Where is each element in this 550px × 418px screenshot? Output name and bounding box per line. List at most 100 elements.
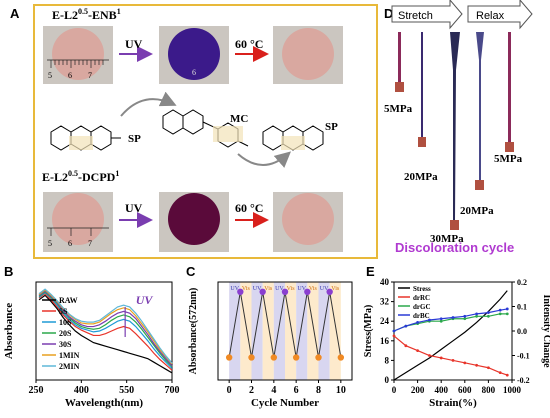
series-line [38,288,173,364]
y2-tick-label: 0.2 [517,278,527,287]
legend-label: 10S [59,318,72,327]
sample-disk-recovered-dcpd [282,193,334,245]
data-point [463,317,467,321]
sample-disk-uv [168,28,220,80]
legend-label: 2MIN [59,362,80,371]
legend-label: 20S [59,329,72,338]
data-point [505,373,509,377]
reverse-reaction-arrow [237,151,292,168]
band-label: UV [230,286,239,292]
legend-label: Stress [413,285,431,293]
legend-label: RAW [59,296,78,305]
plot-frame [393,281,513,381]
series-line [38,290,173,367]
cycle-band [307,282,319,380]
data-point [498,371,502,375]
y-axis-label: Stress(MPa) [363,305,374,358]
data-point [292,354,300,361]
panel-b-label: B [4,264,14,279]
data-point [404,344,408,348]
x-tick-label: 600 [458,385,472,395]
band-label: UV [297,286,306,292]
heat-label: 60 °C [235,201,263,215]
y-tick-label: 24 [380,316,390,326]
data-point [428,354,431,357]
y2-tick-label: 0.1 [517,303,527,312]
x-tick-label: 0 [227,385,232,396]
series-line [38,292,173,371]
x-axis-label: Strain(%) [429,397,477,409]
top-sample-title: E-L20.5-ENB1 [52,7,121,22]
x-tick-label: 6 [294,385,299,396]
ruler [47,227,109,236]
sample-disk-raw-dcpd [52,193,104,245]
relax-label: Relax [476,10,505,22]
legend-label: 1MIN [59,351,80,360]
legend-label: drBC [413,312,430,320]
series-line [38,294,173,374]
cycle-band [318,282,330,380]
y2-tick-label: 0.0 [517,327,527,336]
data-point [416,321,419,324]
series-line [38,291,173,369]
band-label: Vis [264,286,273,292]
data-point [404,324,408,328]
strip-30mpa [450,32,460,230]
data-point [337,354,345,361]
x-tick-label: 2 [249,385,254,396]
data-point [428,318,431,322]
data-point [498,312,502,316]
uv-annotation: UV [136,293,154,307]
y2-tick-label: -0.1 [517,352,530,361]
sample-disk-recovered [282,28,334,80]
panel-c-label: C [186,264,196,279]
band-label: UV [320,286,329,292]
series-line [393,313,508,332]
stretch-banner [391,0,533,30]
sp-label-left: SP [128,133,141,145]
cycle-band [229,282,241,380]
x-tick-label: 1000 [503,385,522,395]
data-point [475,312,478,316]
heat-label: 60 °C [235,37,263,51]
data-point [315,354,322,361]
panel-a-label: A [10,6,20,21]
strip-5mpa-b [505,32,514,152]
ruler-tick-label: 6 [192,68,196,77]
data-point [487,311,490,315]
legend-label: 5S [59,307,68,316]
mc-label: MC [230,113,248,125]
y2-axis-label: Intensity Change [541,294,550,368]
band-label: Vis [309,286,318,292]
data-point [237,288,244,295]
data-point [498,308,502,312]
sample-disk-raw [52,28,104,80]
y-tick-label: 8 [385,355,390,365]
band-label: Vis [331,286,340,292]
data-point [326,288,333,295]
x-axis-label: Cycle Number [251,397,319,409]
stress-label: 5MPa [384,103,413,115]
data-point [392,329,396,333]
ruler-tick-label: 6 [68,71,72,80]
sample-disk-uv-dcpd [168,193,220,245]
x-tick-label: 400 [434,385,448,395]
stretch-label: Stretch [398,10,433,22]
data-point [270,354,278,361]
x-tick-label: 400 [74,385,89,396]
panel-d-graphics: Stretch Relax 5MPa 20MPa 30MPa 20MPa 5MP… [384,0,533,245]
cycle-band [329,282,341,380]
discoloration-caption: Discoloration cycle [395,240,515,255]
cycle-band [273,282,285,380]
y-tick-label: 32 [380,297,390,307]
data-point [463,361,467,365]
x-tick-label: 0 [392,385,397,395]
series-line [393,290,508,381]
data-point [451,359,455,362]
band-label: UV [253,286,262,292]
y2-tick-label: -0.2 [517,376,530,385]
cycle-band [240,282,252,380]
x-tick-label: 700 [165,385,180,396]
data-point [487,366,490,370]
